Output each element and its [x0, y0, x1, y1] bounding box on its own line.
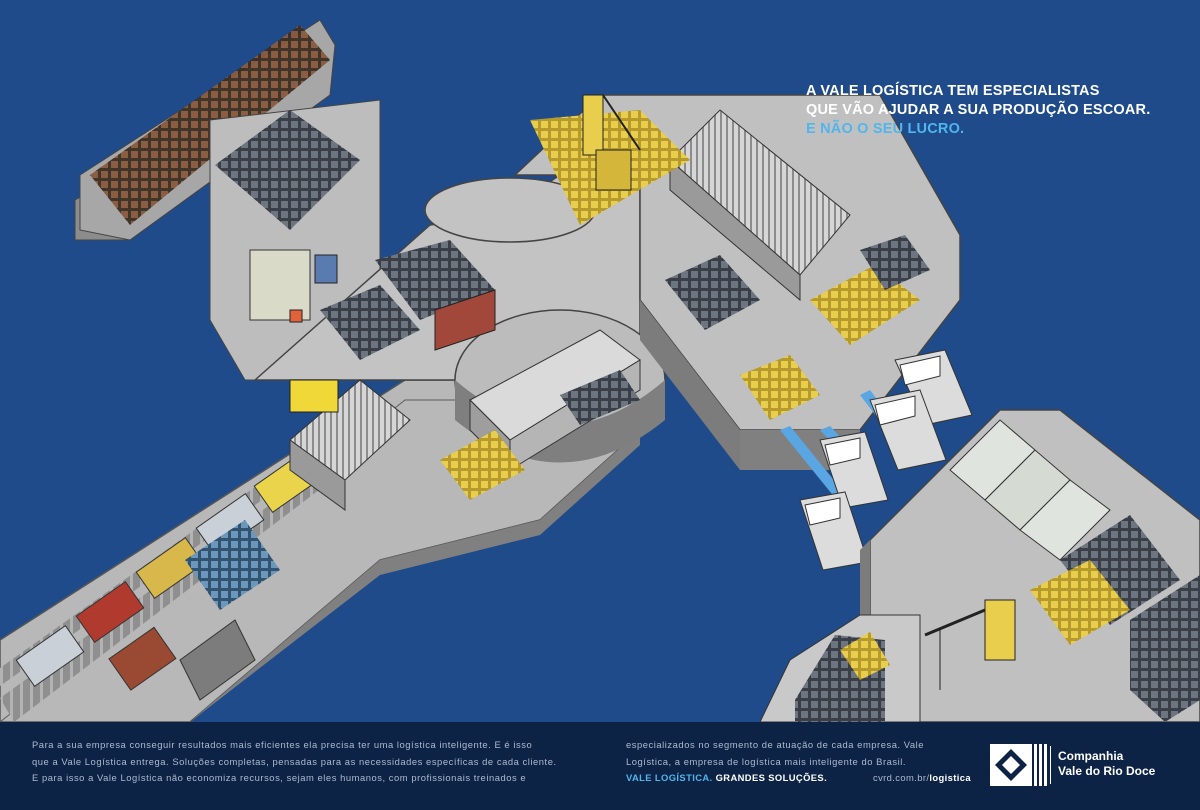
headline-accent: E NÃO O SEU LUCRO. — [806, 121, 965, 137]
logo-line-2: Vale do Rio Doce — [1058, 764, 1156, 778]
website-link-suffix: logistica — [929, 772, 971, 783]
body-copy-line: E para isso a Vale Logística não economi… — [32, 772, 527, 783]
logo-line-1: Companhia — [1058, 749, 1124, 763]
cvrd-logo-icon — [990, 744, 1032, 786]
logo-wordmark: Companhia Vale do Rio Doce — [1058, 749, 1155, 779]
logo-bars-icon — [1034, 744, 1047, 786]
logo-divider — [1050, 746, 1051, 784]
body-copy-column-2: especializados no segmento de atuação de… — [626, 737, 971, 770]
company-logo: Companhia Vale do Rio Doce — [990, 744, 1170, 790]
tagline-brand: VALE LOGÍSTICA. — [626, 772, 713, 783]
footer-bar: Para a sua empresa conseguir resultados … — [0, 722, 1200, 810]
headline-line-1: A VALE LOGÍSTICA TEM ESPECIALISTAS — [806, 83, 1100, 99]
tagline-rest: GRANDES SOLUÇÕES. — [715, 772, 828, 783]
container-yard — [759, 409, 1200, 722]
body-copy-line: que a Vale Logística entrega. Soluções c… — [32, 755, 557, 767]
cargo-ships — [799, 349, 973, 571]
website-link[interactable]: cvrd.com.br/logistica — [873, 770, 971, 787]
central-platform — [179, 174, 666, 701]
body-copy-line: Logística, a empresa de logística mais i… — [626, 755, 907, 767]
upper-left-platform — [74, 19, 381, 381]
website-link-prefix: cvrd.com.br/ — [872, 772, 930, 783]
port-logistics-illustration — [0, 19, 1200, 722]
body-copy-line: Para a sua empresa conseguir resultados … — [32, 739, 533, 750]
headline: A VALE LOGÍSTICA TEM ESPECIALISTAS QUE V… — [806, 82, 1166, 139]
north-warehouse-dock — [513, 94, 961, 470]
headline-line-2: QUE VÃO AJUDAR A SUA PRODUÇÃO ESCOAR. — [806, 102, 1151, 118]
body-copy-line: especializados no segmento de atuação de… — [626, 739, 925, 750]
body-copy-column-1: Para a sua empresa conseguir resultados … — [32, 737, 592, 787]
tagline-row: VALE LOGÍSTICA. GRANDES SOLUÇÕES. cvrd.c… — [626, 770, 971, 787]
